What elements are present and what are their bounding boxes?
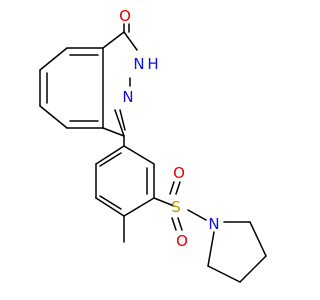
bond — [39, 47, 68, 71]
pyrrolidine-nitrogen-label: N — [208, 215, 219, 233]
molecule-structure: O N H N S O O N — [39, 7, 267, 283]
bond — [123, 31, 138, 51]
bond — [114, 109, 125, 137]
bond — [102, 31, 125, 49]
sulfur-label: S — [171, 198, 181, 216]
sulfonyl-oxygen-top-label: O — [173, 164, 185, 182]
bond — [95, 197, 125, 217]
bond — [102, 127, 125, 137]
nh-nitrogen-label: N — [133, 55, 144, 73]
bond — [39, 105, 68, 129]
atom-labels: O N H N S O O N — [119, 7, 220, 250]
bond — [175, 181, 181, 195]
bond — [187, 209, 207, 221]
ring-nitrogen-label: N — [122, 88, 133, 106]
bond — [207, 265, 241, 283]
bond — [99, 152, 122, 167]
sulfonyl-oxygen-bottom-label: O — [176, 232, 188, 250]
bond — [169, 181, 175, 195]
bond-lines — [39, 23, 267, 283]
bond — [177, 217, 183, 231]
bond — [207, 231, 215, 267]
carbonyl-oxygen-label: O — [119, 7, 131, 25]
bond — [249, 221, 267, 257]
bond — [95, 145, 125, 165]
bond — [123, 197, 155, 217]
bond — [99, 195, 122, 210]
bond — [123, 145, 155, 165]
bond — [119, 109, 126, 131]
bond — [153, 197, 175, 207]
nh-hydrogen-label: H — [147, 55, 158, 73]
bond — [171, 217, 177, 231]
bond — [239, 255, 267, 283]
